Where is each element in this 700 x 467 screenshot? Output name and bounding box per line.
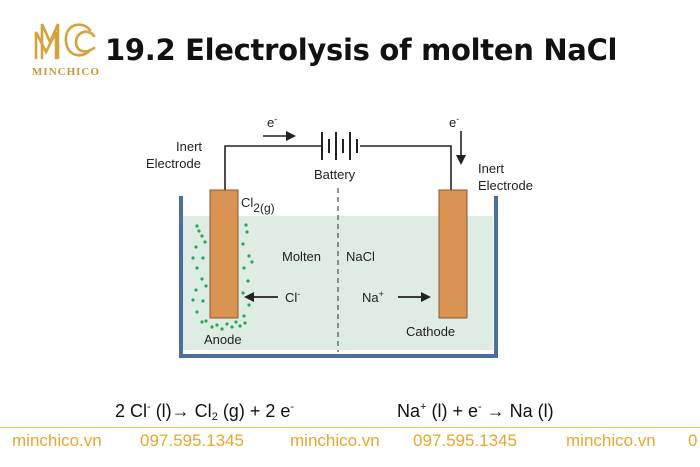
footer-website-2: minchico.vn [290,431,380,450]
cl2-bubbles [191,223,254,331]
electron-arrow-left [263,131,296,141]
footer-phone-3: 0 [688,431,698,450]
nacl-label: NaCl [346,249,375,264]
molten-label: Molten [282,249,321,264]
minchico-logo: MINCHICO [24,12,108,82]
battery-icon [321,132,358,160]
electron-left-label: e- [267,114,277,130]
cathode-equation: Na+ (l) + e- → Na (l) [397,401,554,421]
footer-watermark: minchico.vn 097.595.1345 minchico.vn 097… [0,431,700,455]
page-title: 19.2 Electrolysis of molten NaCl [105,33,618,67]
inert-electrode-right-line2: Electrode [478,178,533,193]
cathode-label: Cathode [406,324,455,339]
na-ion-label: Na+ [362,289,384,305]
logo-text: MINCHICO [32,66,100,78]
wire-right [360,145,452,190]
battery-label: Battery [314,167,356,182]
footer-website-3: minchico.vn [566,431,656,450]
container [179,196,498,358]
cl-ion-label: Cl- [285,289,300,305]
inert-electrode-left-line2: Electrode [146,156,201,171]
footer-phone-1: 097.595.1345 [140,431,244,450]
cl-ion-arrow [244,292,278,302]
footer-website-1: minchico.vn [12,431,102,450]
cathode-electrode [438,189,468,319]
anode-equation: 2 Cl- (l)→ Cl2 (g) + 2 e- [115,401,295,423]
cl2-gas-label: Cl2(g) [241,195,275,215]
logo-mark-icon [34,23,96,60]
footer-phone-2: 097.595.1345 [413,431,517,450]
na-ion-arrow [398,292,431,302]
electron-arrow-right [456,131,466,165]
anode-electrode [209,189,239,319]
anode-label: Anode [204,332,242,347]
electron-right-label: e- [449,114,459,130]
inert-electrode-right-line1: Inert [478,161,504,176]
inert-electrode-left-line1: Inert [176,139,202,154]
wire-left [224,145,322,190]
footer-divider [0,427,700,428]
